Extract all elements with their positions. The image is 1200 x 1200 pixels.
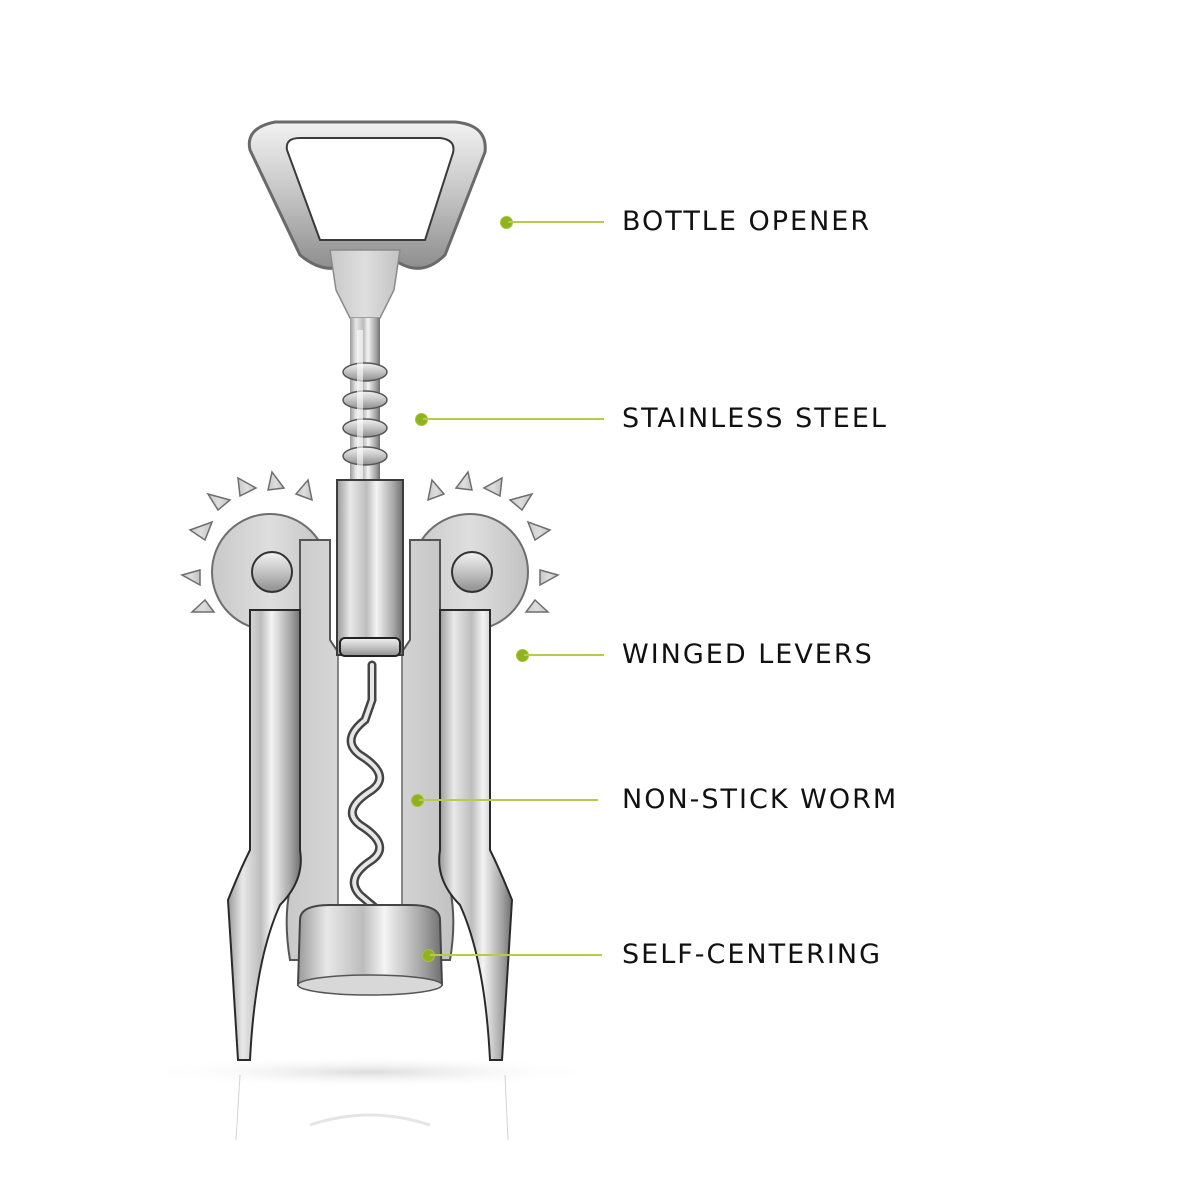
callout-dot-icon: [416, 414, 427, 425]
callout-leader-line: [430, 954, 602, 956]
callout-dot-icon: [412, 795, 423, 806]
screw-shank-rings: [342, 318, 388, 488]
callout-non-stick-worm: NON-STICK WORM: [0, 0, 1200, 813]
callout-dot-icon: [501, 217, 512, 228]
callout-leader-line: [524, 654, 604, 656]
callout-stainless-steel: STAINLESS STEEL: [0, 0, 1200, 432]
callout-dot-icon: [423, 950, 434, 961]
callout-leader-line: [419, 799, 598, 801]
callout-bottle-opener: BOTTLE OPENER: [0, 0, 1200, 235]
non-stick-worm: [346, 660, 385, 917]
callout-label: STAINLESS STEEL: [622, 403, 888, 434]
reflection: [235, 1074, 509, 1141]
self-centering-bell: [296, 904, 444, 996]
callout-leader-line: [423, 418, 604, 420]
frame-body: [285, 479, 455, 961]
callout-label: NON-STICK WORM: [622, 784, 899, 815]
bottle-opener-handle: [247, 120, 487, 319]
right-lever: [438, 609, 514, 1061]
floor-shadow: [140, 1056, 600, 1088]
callout-label: BOTTLE OPENER: [622, 206, 872, 237]
callout-label: SELF-CENTERING: [622, 939, 883, 970]
callout-dot-icon: [517, 650, 528, 661]
callout-winged-levers: WINGED LEVERS: [0, 0, 1200, 668]
callout-label: WINGED LEVERS: [622, 639, 874, 670]
callout-leader-line: [508, 221, 604, 223]
callout-self-centering: SELF-CENTERING: [0, 0, 1200, 968]
left-lever: [226, 609, 302, 1061]
